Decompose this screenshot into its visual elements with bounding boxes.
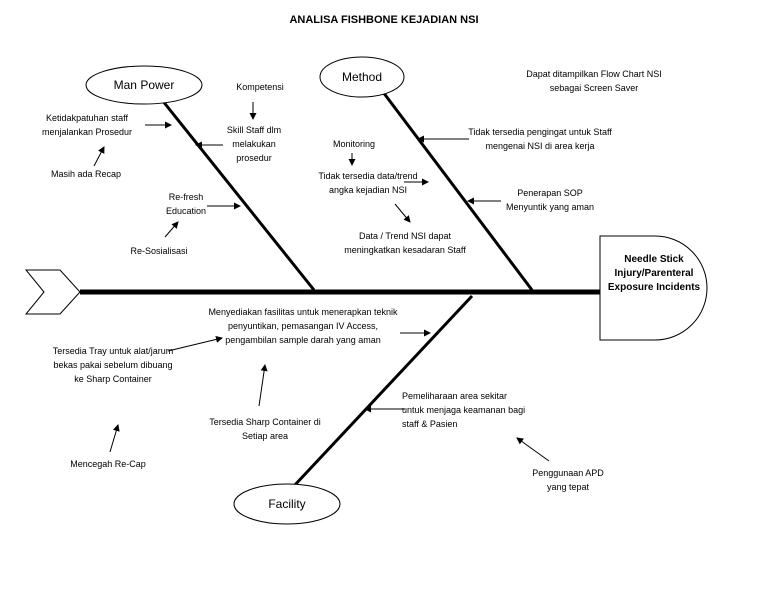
cause-ketidakpatuhan: Ketidakpatuhan staff menjalankan Prosedu…	[41, 113, 133, 137]
bone-facility	[291, 294, 474, 489]
arrow-mencegah-recap	[109, 424, 120, 453]
fish-tail	[24, 269, 81, 315]
cause-sharp-container: Tersedia Sharp Container di Setiap area	[209, 417, 321, 441]
cause-re-sosialisasi: Re-Sosialisasi	[130, 246, 188, 256]
bone-man-power	[160, 99, 316, 291]
cause-skill-staff: Skill Staff dlm melakukan prosedur	[226, 125, 282, 163]
cause-mencegah-recap: Mencegah Re-Cap	[70, 459, 146, 469]
fish-head	[599, 235, 708, 341]
category-method: Method	[341, 70, 383, 84]
ellipse-facility	[233, 483, 341, 525]
cause-pemeliharaan-area: Pemeliharaan area sekitar untuk menjaga …	[402, 391, 526, 429]
cause-refresh-education: Re-fresh Education	[165, 192, 207, 216]
arrow-resosialisasi	[164, 221, 179, 238]
cause-penerapan-sop: Penerapan SOP Menyuntik yang aman	[505, 188, 595, 212]
ellipse-man-power	[85, 65, 203, 105]
arrow-data-trend	[394, 203, 411, 223]
arrow-tray	[167, 336, 223, 352]
cause-tidak-tersedia-data: Tidak tersedia data/trend angka kejadian…	[318, 171, 418, 195]
arrow-sharp-container	[258, 364, 268, 407]
diagram-title: ANALISA FISHBONE KEJADIAN NSI	[289, 14, 479, 26]
cause-masih-ada-recap: Masih ada Recap	[50, 169, 122, 179]
bone-method	[381, 91, 534, 291]
cause-menyediakan-fasilitas: Menyediakan fasilitas untuk menerapkan t…	[208, 307, 398, 345]
cause-penggunaan-apd: Penggunaan APD yang tepat	[532, 468, 604, 492]
arrow-apd	[516, 437, 550, 462]
cause-kompetensi: Kompetensi	[236, 82, 284, 92]
cause-tersedia-tray: Tersedia Tray untuk alat/jarum bekas pak…	[52, 346, 174, 384]
cause-tidak-tersedia-pengingat: Tidak tersedia pengingat untuk Staff men…	[468, 127, 612, 151]
cause-monitoring: Monitoring	[332, 139, 376, 149]
cause-flow-chart: Dapat ditampilkan Flow Chart NSI sebagai…	[526, 69, 662, 93]
cause-data-trend: Data / Trend NSI dapat meningkatkan kesa…	[344, 231, 466, 255]
ellipse-method	[319, 56, 405, 98]
arrow-masih-ada-recap	[93, 146, 105, 167]
problem-head: Needle Stick Injury/Parenteral Exposure …	[607, 254, 701, 293]
category-facility: Facility	[268, 497, 306, 511]
category-man-power: Man Power	[113, 78, 175, 92]
